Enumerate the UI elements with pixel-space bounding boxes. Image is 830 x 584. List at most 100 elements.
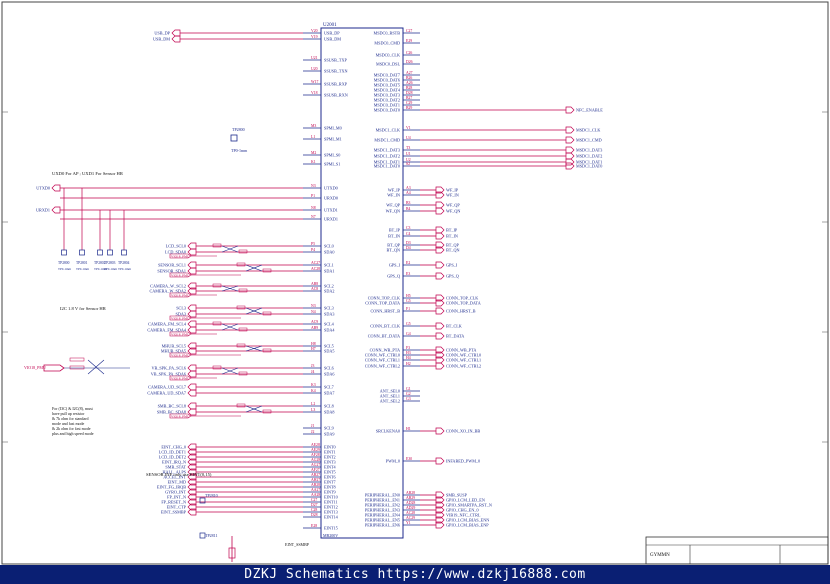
right-pin-num: C3 — [406, 226, 411, 230]
right-pin-name: WF_QP — [386, 203, 400, 208]
vio18-label: VIO18_PMU — [171, 254, 190, 258]
left-pin-name: EINT11 — [324, 500, 338, 505]
left-pin-name: SDA5 — [324, 349, 334, 354]
left-pin-num: K3 — [311, 383, 316, 387]
right-pin-name: CONN_TOP_CLK — [368, 296, 400, 301]
left-pin-name: SDA9 — [324, 432, 334, 437]
right-pin-num: G5 — [406, 322, 411, 326]
right-pin-name: MSDC0_RSTB — [373, 31, 400, 36]
left-pin-name: EINT6 — [324, 475, 336, 480]
left-pin-num: AB8 — [311, 282, 318, 286]
test-points: TP2800TP0-1mmTP2801TP0-1mmTP2802TP0-1mmT… — [58, 188, 303, 271]
left-pin-num: N7 — [311, 215, 316, 219]
right-net-label: GPIO_LCM_BIAS_ENP — [446, 523, 489, 528]
left-pin-num: AA28 — [311, 493, 320, 497]
right-pin-num: B3 — [406, 201, 411, 205]
right-net-label: INFARED_PWM_0 — [446, 459, 480, 464]
right-pin-name: CONN_WF_CTRL0 — [365, 353, 400, 358]
left-net-label: USB_DP — [154, 31, 170, 36]
left-pin-name: EINT14 — [324, 515, 339, 520]
right-pin-num: U1 — [406, 152, 411, 156]
right-net-label: GPS_I — [446, 263, 458, 268]
right-nets: NFC_ENABLEMSDC1_CLKMSDC1_CMDMSDC1_DAT3MS… — [420, 106, 603, 529]
left-pin-num: L1 — [311, 135, 315, 139]
right-net-label: CONN_WF_CTRL2 — [446, 364, 481, 369]
left-pin-name: SDA1 — [324, 269, 334, 274]
left-pin-name: SPMI_S0 — [324, 153, 340, 158]
left-pin-name: USB_DP — [324, 31, 340, 36]
left-pin-num: V20 — [311, 29, 318, 33]
right-net-label: MSDC1_DAT2 — [576, 154, 602, 159]
right-pin-num: E29 — [406, 39, 412, 43]
left-pin-name: SDA2 — [324, 289, 334, 294]
left-pin-num: V19 — [311, 35, 318, 39]
right-pin-num: D3 — [406, 241, 411, 245]
right-pin-name: WF_IP — [388, 188, 401, 193]
testpoint-label: TP2801 — [76, 261, 88, 265]
right-pin-num: B27 — [406, 96, 412, 100]
vio18-label: VIO18_PMU — [171, 316, 190, 320]
left-pin-name: EINT0 — [324, 445, 336, 450]
right-pin-name: MSDC1_DAT1 — [374, 160, 400, 165]
right-pin-num: G5 — [406, 299, 411, 303]
right-pin-num: G4 — [406, 332, 411, 336]
testpoint-desc: TP0-1mm — [76, 267, 89, 271]
right-pin-name: CONN_HRST_B — [370, 309, 400, 314]
spmi-testpoint — [230, 134, 238, 142]
right-pin-num: G2 — [406, 392, 411, 396]
left-pin-num: AC27 — [311, 261, 320, 265]
title-block: GYMMN — [645, 536, 829, 565]
left-pin-num: AF28 — [311, 453, 320, 457]
right-net-label: BT_QN — [446, 248, 460, 253]
right-pin-name: ANT_SEL0 — [380, 389, 400, 394]
left-net-label: SMB_BC_SCL8 — [158, 404, 186, 409]
right-pin-name: MSDC0_DAT1 — [374, 103, 400, 108]
right-pin-num: Y1 — [406, 521, 411, 525]
testpoint-desc: TP0-1mm — [118, 267, 131, 271]
left-pin-name: SCL1 — [324, 263, 334, 268]
right-pin-num: E3 — [406, 272, 410, 276]
right-net-label: CONN_XO_IN_BB — [446, 429, 480, 434]
left-net-label: SMB_STAT — [165, 465, 186, 470]
right-pin-name: MSDC0_DAT6 — [374, 78, 400, 83]
right-pin-num: U4 — [406, 136, 411, 140]
left-pin-num: D28 — [311, 513, 318, 517]
left-net-label: LCD_ID_DET1 — [159, 450, 186, 455]
left-pin-name: EINT9 — [324, 490, 336, 495]
right-pin-name: WF_QN — [386, 209, 400, 214]
left-net-label: CAMERA_FM_SDA4 — [147, 328, 187, 333]
right-net-label: MSDC1_DAT0 — [576, 164, 602, 169]
left-pin-name: EINT8 — [324, 485, 336, 490]
right-pin-name: PERIPHERAL_EN0 — [365, 493, 400, 498]
left-net-label: LCD_SDA0 — [165, 250, 186, 255]
right-pin-num: G3 — [406, 397, 411, 401]
right-pin-num: F3 — [406, 346, 410, 350]
right-net-label: MSDC1_DAT1 — [576, 160, 602, 165]
right-pin-name: BT_QP — [387, 243, 400, 248]
right-net-label: BT_IP — [446, 228, 458, 233]
right-net-label: CONN_TOP_CLK — [446, 296, 478, 301]
spmi-tp-desc: TP0-1mm — [231, 148, 248, 153]
right-pin-name: PERIPHERAL_EN1 — [365, 498, 400, 503]
left-pin-name: SCL0 — [324, 244, 334, 249]
left-net-label: LCD_SCL0 — [166, 244, 186, 249]
right-pin-num: AC29 — [406, 516, 415, 520]
left-pin-name: SSUSB_TXN — [324, 69, 348, 74]
left-net-label: SDA3 — [176, 312, 186, 317]
left-pin-name: SPMI_M0 — [324, 126, 342, 131]
testpoint-label: TP2803 — [104, 261, 116, 265]
right-pin-num: H3 — [406, 351, 411, 355]
footer-brand: DZKJ Schematics — [244, 567, 370, 582]
left-net-label: USB_DM — [153, 37, 170, 42]
right-pin-name: PERIPHERAL_EN6 — [365, 523, 400, 528]
right-net-label: BT_IN — [446, 234, 458, 239]
left-pin-name: SCL4 — [324, 322, 335, 327]
sensor-note: SENSOR INF only use EINT(0,15) — [146, 472, 212, 478]
left-net-label: SMB_BC_SDA8 — [157, 410, 186, 415]
left-pin-name: SDA8 — [324, 410, 334, 415]
left-pin-name: EINT12 — [324, 505, 338, 510]
right-pin-num: H1 — [406, 427, 411, 431]
right-pin-num: D28 — [406, 91, 413, 95]
